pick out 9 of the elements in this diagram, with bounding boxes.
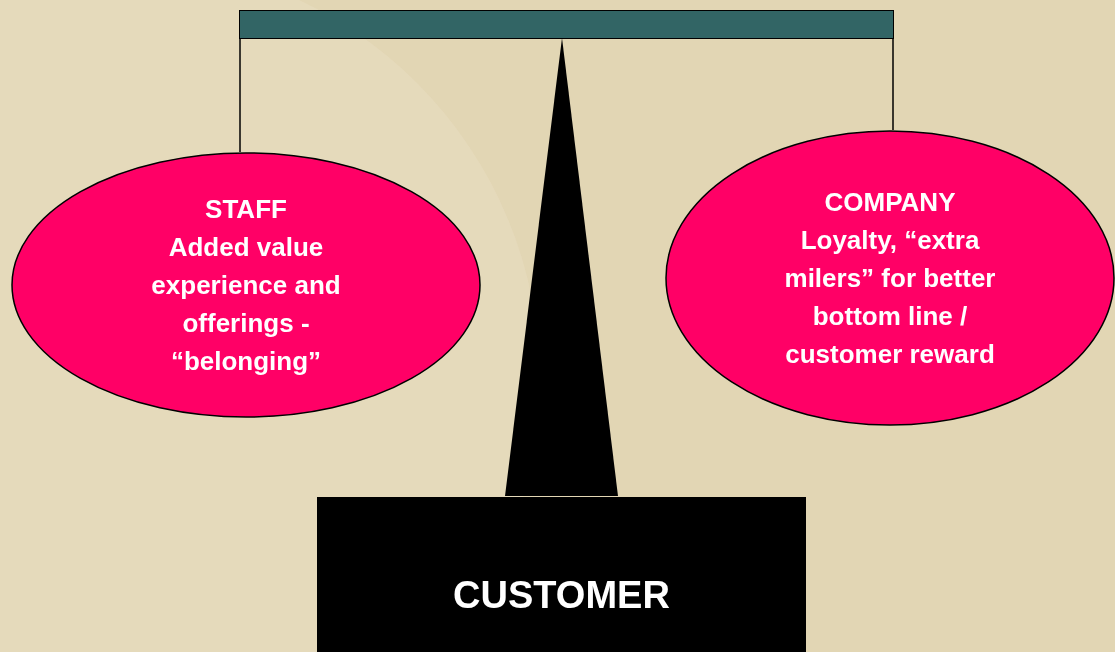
body-text: Added value experience and offerings - “belonging” xyxy=(150,231,342,378)
base-block xyxy=(317,497,806,652)
heading-text: STAFF xyxy=(205,193,287,226)
body-text: Loyalty, “extra milers” for better bottom line / customer reward xyxy=(783,224,997,371)
scale-beam xyxy=(239,10,894,39)
hanging-line xyxy=(239,38,241,153)
heading-text: COMPANY xyxy=(824,186,956,219)
customer-label: CUSTOMER xyxy=(453,573,670,618)
hanging-line xyxy=(892,38,894,131)
